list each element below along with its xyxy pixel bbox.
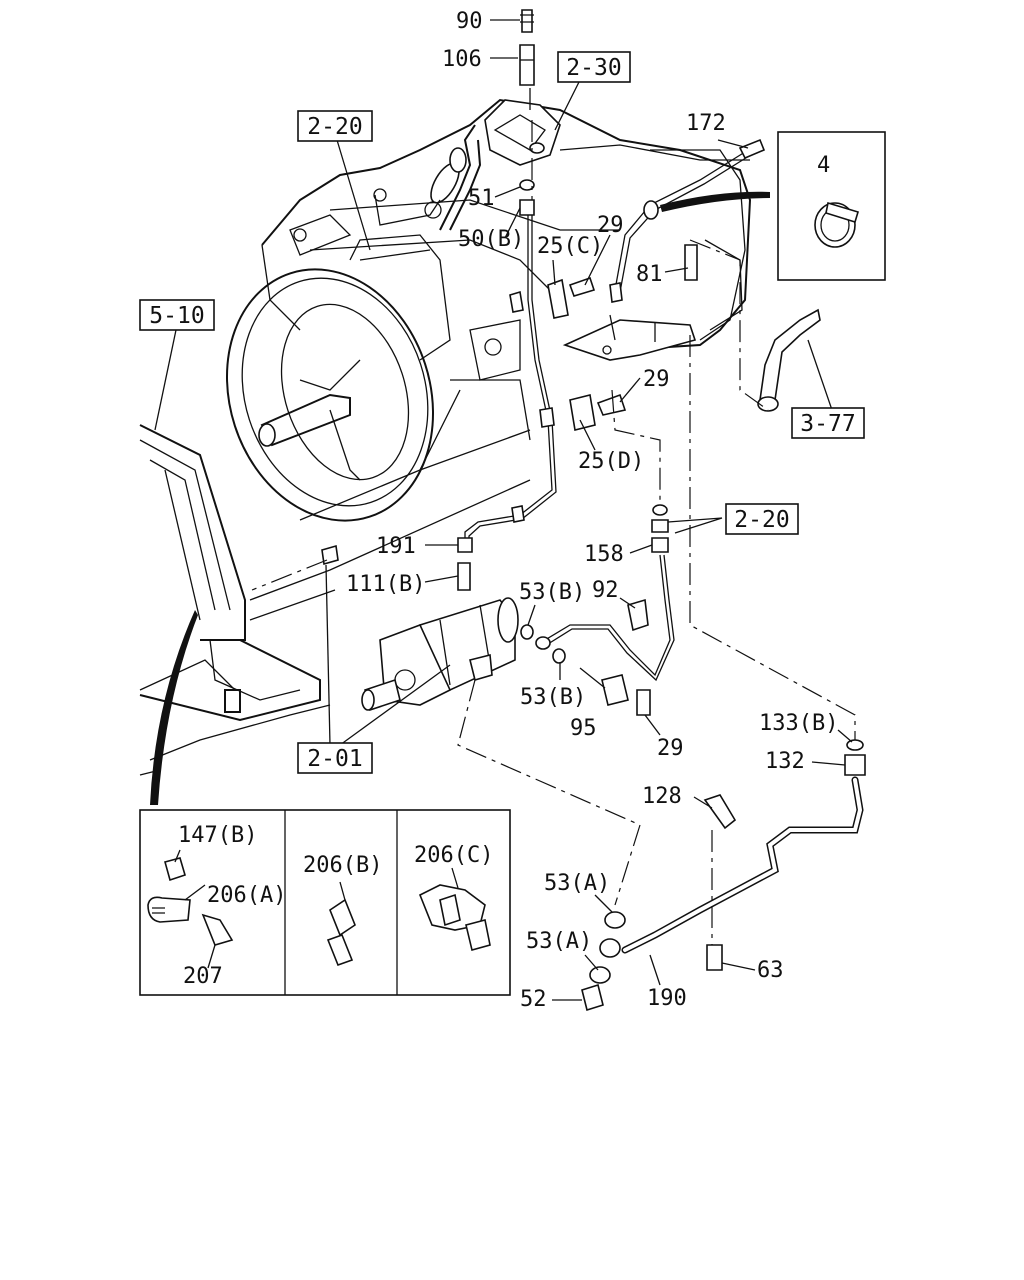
callout-95: 95	[570, 716, 597, 741]
part-95	[601, 674, 629, 706]
ref-box-2-20-mid[interactable]: 2-20	[725, 503, 799, 535]
inset-pointer	[150, 610, 198, 805]
callout-52: 52	[520, 987, 547, 1012]
callout-50b: 50(B)	[458, 227, 524, 252]
ref-box-2-30[interactable]: 2-30	[557, 51, 631, 83]
callout-207: 207	[183, 964, 223, 989]
pipe-plug-left	[321, 544, 339, 566]
callout-133b: 133(B)	[759, 711, 838, 736]
callout-labels: 90 106 172 4 51 50(B) 25(C) 29 81 29 25(…	[178, 9, 838, 1012]
callout-4: 4	[817, 153, 830, 178]
callout-29b: 29	[643, 367, 670, 392]
callout-92: 92	[592, 578, 619, 603]
part-25c	[547, 278, 569, 319]
callout-158: 158	[584, 542, 624, 567]
leader-lines	[154, 19, 853, 1001]
ref-box-2-01[interactable]: 2-01	[297, 742, 373, 774]
part-25d	[569, 394, 596, 431]
callout-206c: 206(C)	[414, 843, 493, 868]
ref-2-20-top-text: 2-20	[307, 114, 362, 140]
vehicle-frame	[139, 424, 531, 776]
callout-63: 63	[757, 958, 784, 983]
inset-clamp-box	[777, 131, 886, 281]
callout-29c: 29	[657, 736, 684, 761]
callout-90: 90	[456, 9, 483, 34]
part-53a-upper	[604, 911, 626, 929]
ref-3-77-text: 3-77	[800, 411, 855, 437]
ref-box-3-77[interactable]: 3-77	[791, 407, 865, 439]
part-52	[581, 983, 604, 1012]
callout-172: 172	[686, 111, 726, 136]
inset-box	[139, 809, 511, 996]
part-3-77-hose	[759, 308, 821, 401]
part-90	[520, 9, 534, 33]
callout-128: 128	[642, 784, 682, 809]
callout-53b-upper: 53(B)	[519, 580, 585, 605]
part-158	[651, 537, 669, 553]
part-63	[706, 944, 723, 971]
callout-53a-upper: 53(A)	[544, 871, 610, 896]
callout-147b: 147(B)	[178, 823, 257, 848]
callout-53a-lower: 53(A)	[526, 929, 592, 954]
callout-191: 191	[376, 534, 416, 559]
ref-2-20-mid-text: 2-20	[734, 507, 789, 533]
callout-53b-lower: 53(B)	[520, 685, 586, 710]
callout-132: 132	[765, 749, 805, 774]
part-106	[519, 44, 535, 86]
part-2-20-washer-top	[652, 504, 668, 516]
part-53b-lower	[552, 648, 566, 664]
part-29c	[636, 689, 651, 716]
part-51	[519, 179, 535, 191]
part-29b	[596, 393, 627, 416]
callout-206b: 206(B)	[303, 853, 382, 878]
callout-206a: 206(A)	[207, 883, 286, 908]
part-53a-lower	[589, 966, 611, 984]
part-50b	[519, 199, 535, 216]
part-133b	[846, 739, 864, 751]
transmission-assembly	[225, 98, 752, 522]
callout-25c: 25(C)	[537, 234, 603, 259]
callout-25d: 25(D)	[578, 449, 644, 474]
top-bracket	[484, 99, 561, 166]
callout-106: 106	[442, 47, 482, 72]
ref-2-01-text: 2-01	[307, 746, 362, 772]
callout-51: 51	[468, 186, 495, 211]
callout-81: 81	[636, 262, 663, 287]
pipe-191	[464, 215, 553, 545]
pipe-158	[544, 554, 671, 677]
part-128	[703, 794, 737, 830]
ref-5-10-text: 5-10	[149, 303, 204, 329]
callout-29a: 29	[597, 213, 624, 238]
callout-111b: 111(B)	[346, 572, 425, 597]
callout-190: 190	[647, 986, 687, 1011]
bracket-plate	[562, 319, 697, 361]
ref-2-30-text: 2-30	[566, 55, 621, 81]
part-81	[684, 244, 698, 281]
part-29a	[568, 276, 596, 297]
part-111b	[457, 562, 471, 591]
part-132	[844, 754, 866, 776]
part-191-nut	[457, 537, 473, 553]
ref-box-2-20-top[interactable]: 2-20	[297, 110, 373, 142]
ref-box-5-10[interactable]: 5-10	[139, 299, 215, 331]
clutch-slave-cylinder	[361, 597, 519, 712]
center-lines	[251, 120, 856, 945]
part-53b-upper	[520, 624, 534, 640]
